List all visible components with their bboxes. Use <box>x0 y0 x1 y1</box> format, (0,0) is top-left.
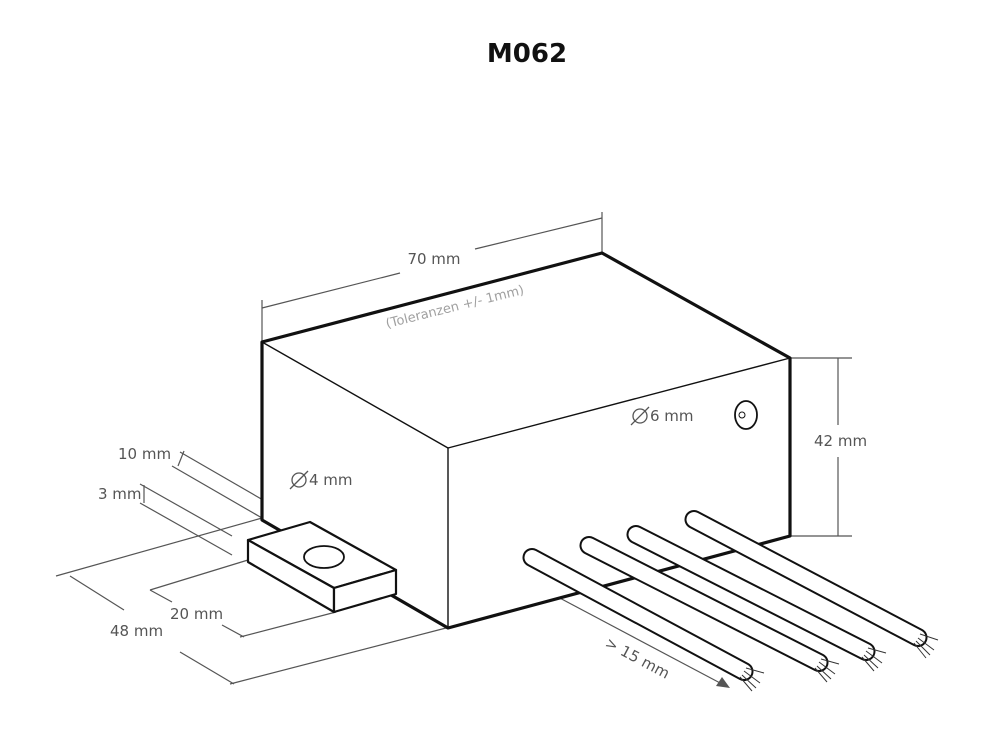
jack-diameter-label: 6 mm <box>630 406 694 426</box>
wire <box>579 536 840 683</box>
mounting-tab <box>246 520 398 614</box>
wires <box>522 510 939 692</box>
wire <box>522 548 765 692</box>
svg-text:6 mm: 6 mm <box>650 407 694 425</box>
tab-thickness-label: 3 mm <box>98 485 142 503</box>
width-label: 70 mm <box>407 250 460 268</box>
wire-length-label: > 15 mm <box>602 634 673 683</box>
tab-length-label: 10 mm <box>118 445 171 463</box>
height-label: 42 mm <box>814 432 867 450</box>
depth-label: 48 mm <box>110 622 163 640</box>
jack-hole <box>734 400 758 430</box>
hole-diameter-label: 4 mm <box>289 470 353 490</box>
tab-width-label: 20 mm <box>170 605 223 623</box>
wire <box>684 510 939 659</box>
diameter-icon <box>630 406 650 426</box>
diameter-icon <box>289 470 309 490</box>
drawing-title: M062 <box>487 39 567 69</box>
mounting-hole <box>303 545 345 569</box>
wire <box>626 525 887 672</box>
svg-text:4 mm: 4 mm <box>309 471 353 489</box>
